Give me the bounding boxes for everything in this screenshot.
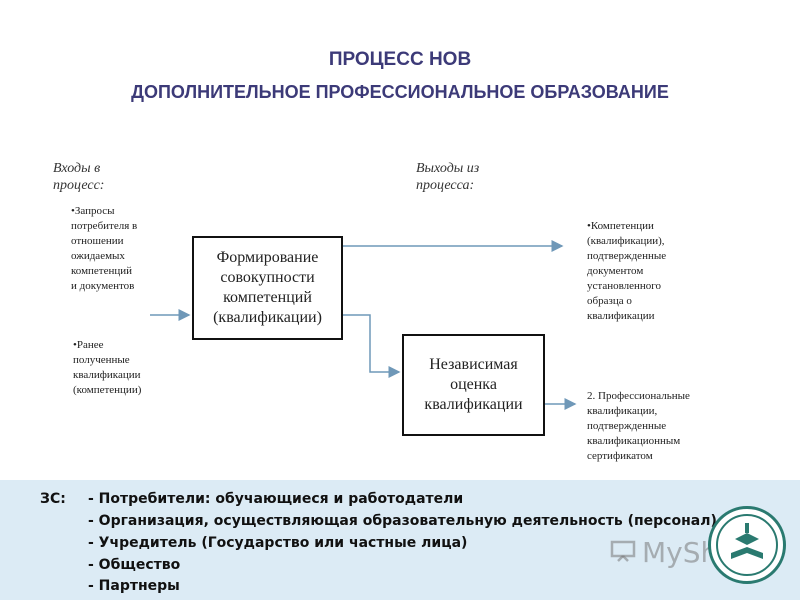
input-requests-line: потребителя в xyxy=(71,220,138,232)
input-requests-line: и документов xyxy=(71,280,135,292)
input-prior-line: полученные xyxy=(73,354,130,366)
input-requests: •Запросы потребителя в отношении ожидаем… xyxy=(71,204,137,294)
input-prior-line: •Ранее xyxy=(73,339,104,351)
outputs-header: Выходы из процесса: xyxy=(416,160,479,194)
output-professional-qualifications: 2. Профессиональные квалификации, подтве… xyxy=(587,389,690,464)
input-requests-line: ожидаемых xyxy=(71,250,125,262)
output-competencies: •Компетенции (квалификации), подтвержден… xyxy=(587,219,666,324)
box-line: (квалификации) xyxy=(213,309,322,326)
output-line: сертификатом xyxy=(587,450,653,462)
output-line: квалификации, xyxy=(587,405,658,417)
output-line: квалификации xyxy=(587,310,655,322)
box-line: квалификации xyxy=(424,396,523,413)
flow-arrows xyxy=(150,240,577,410)
title-secondary: ДОПОЛНИТЕЛЬНОЕ ПРОФЕССИОНАЛЬНОЕ ОБРАЗОВА… xyxy=(131,82,669,102)
inputs-header-line: процесс: xyxy=(53,178,105,193)
output-line: документом xyxy=(587,265,644,277)
box-line: компетенций xyxy=(223,289,312,306)
input-prior-line: (компетенции) xyxy=(73,384,142,396)
stakeholder-item: - Общество xyxy=(88,557,181,573)
presentation-icon xyxy=(610,540,636,562)
stakeholders-band xyxy=(0,480,800,600)
input-requests-line: отношении xyxy=(71,235,124,247)
stakeholder-item: - Потребители: обучающиеся и работодател… xyxy=(88,491,464,507)
output-line: •Компетенции xyxy=(587,220,654,232)
input-requests-line: компетенций xyxy=(71,265,133,277)
output-line: квалификационным xyxy=(587,435,681,447)
stakeholder-item: - Учредитель (Государство или частные ли… xyxy=(88,535,468,551)
process-box-assessment: Независимая оценка квалификации xyxy=(402,334,545,436)
output-line: образца о xyxy=(587,295,632,307)
output-line: подтвержденные xyxy=(587,420,667,432)
title-primary: ПРОЦЕСС НОВ xyxy=(328,49,472,70)
box-line: оценка xyxy=(450,376,497,393)
outputs-header-line: Выходы из xyxy=(416,161,480,176)
university-seal-icon xyxy=(708,506,786,584)
box-line: совокупности xyxy=(220,269,315,286)
input-requests-line: •Запросы xyxy=(71,205,115,217)
inputs-header: Входы в процесс: xyxy=(53,160,104,194)
input-prior-line: квалификации xyxy=(73,369,141,381)
output-line: установленного xyxy=(587,280,662,292)
output-line: подтвержденные xyxy=(587,250,667,262)
stakeholder-item: - Организация, осуществляющая образовате… xyxy=(88,513,717,529)
arrow-formation-to-assessment xyxy=(343,314,401,378)
outputs-header-line: процесса: xyxy=(416,178,475,193)
zs-label: ЗС: xyxy=(40,491,66,507)
input-prior-qualifications: •Ранее полученные квалификации (компетен… xyxy=(73,338,141,398)
output-line: (квалификации), xyxy=(587,235,665,247)
stakeholder-item: - Партнеры xyxy=(88,578,180,594)
inputs-header-line: Входы в xyxy=(53,161,101,176)
box-line: Формирование xyxy=(216,249,319,266)
process-box-formation: Формирование совокупности компетенций (к… xyxy=(192,236,343,340)
output-line: 2. Профессиональные xyxy=(587,390,690,402)
box-line: Независимая xyxy=(429,356,518,373)
